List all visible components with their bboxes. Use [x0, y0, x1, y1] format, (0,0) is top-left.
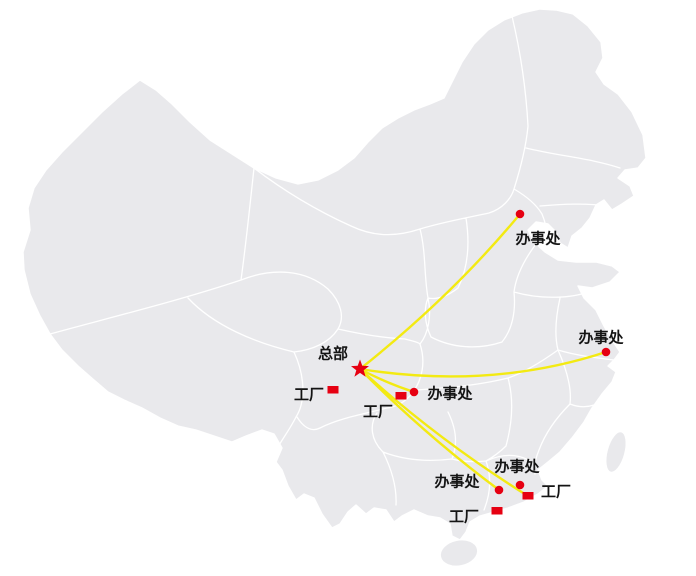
hq-label: 总部	[318, 345, 348, 363]
office-dot-icon	[515, 209, 525, 219]
office-label: 办事处	[515, 230, 561, 248]
connection-line	[358, 367, 416, 394]
connection-line	[358, 350, 608, 378]
factory-square-icon	[522, 492, 534, 500]
office-label: 办事处	[494, 458, 540, 476]
province-borders	[49, 15, 621, 511]
mainland-landmass	[22, 8, 647, 541]
office-dot-icon	[494, 485, 504, 495]
taiwan-island	[605, 430, 627, 474]
factory-square-icon	[491, 507, 503, 515]
factory-square-icon	[327, 386, 339, 394]
office-dot-icon	[601, 347, 611, 357]
factory-label: 工厂	[363, 404, 393, 421]
connection-line	[358, 367, 530, 498]
factory-label: 工厂	[541, 484, 571, 501]
office-label: 办事处	[434, 473, 480, 491]
office-label: 办事处	[427, 385, 473, 403]
hainan-island	[439, 538, 479, 568]
office-label: 办事处	[578, 329, 624, 347]
hq-star-icon	[351, 359, 369, 377]
factory-label: 工厂	[449, 509, 479, 526]
office-dot-icon	[515, 480, 525, 490]
office-dot-icon	[409, 387, 419, 397]
markers-layer	[327, 209, 611, 515]
factory-label: 工厂	[294, 387, 324, 404]
connection-line	[358, 212, 522, 371]
factory-square-icon	[395, 392, 407, 400]
connections-layer	[358, 212, 608, 498]
